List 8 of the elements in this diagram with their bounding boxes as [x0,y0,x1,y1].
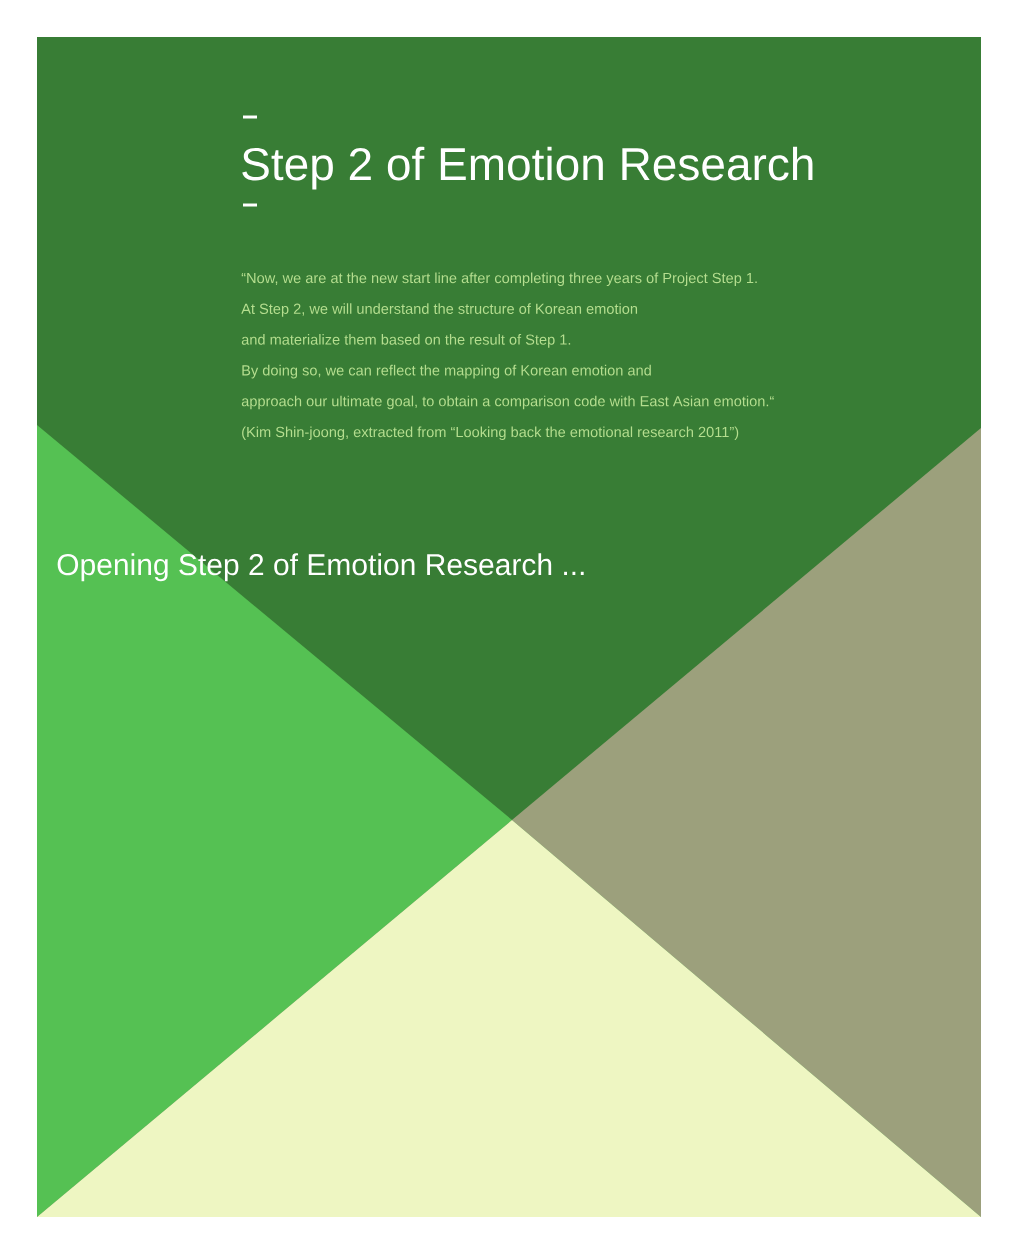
quote-line: approach our ultimate goal, to obtain a comparison code with East Asian emotion.“ [241,395,774,410]
quote-line: At Step 2, we will understand the structure of Korean emotion [241,303,638,317]
subheading: Opening Step 2 of Emotion Research ... [57,553,584,582]
quote-line: By doing so, we can reflect the mapping of Korean emotion and [242,364,651,379]
quote-line: (Kim Shin-joong, extracted from “Looking back the emotional research 2011”) [242,426,739,441]
quote-line: “Now, we are at the new start line after completing three years of Project Step 1. [241,272,757,287]
quote-line: and materialize them based on the result of Step 1. [241,334,571,348]
title: Step 2 of Emotion Research [242,146,813,190]
